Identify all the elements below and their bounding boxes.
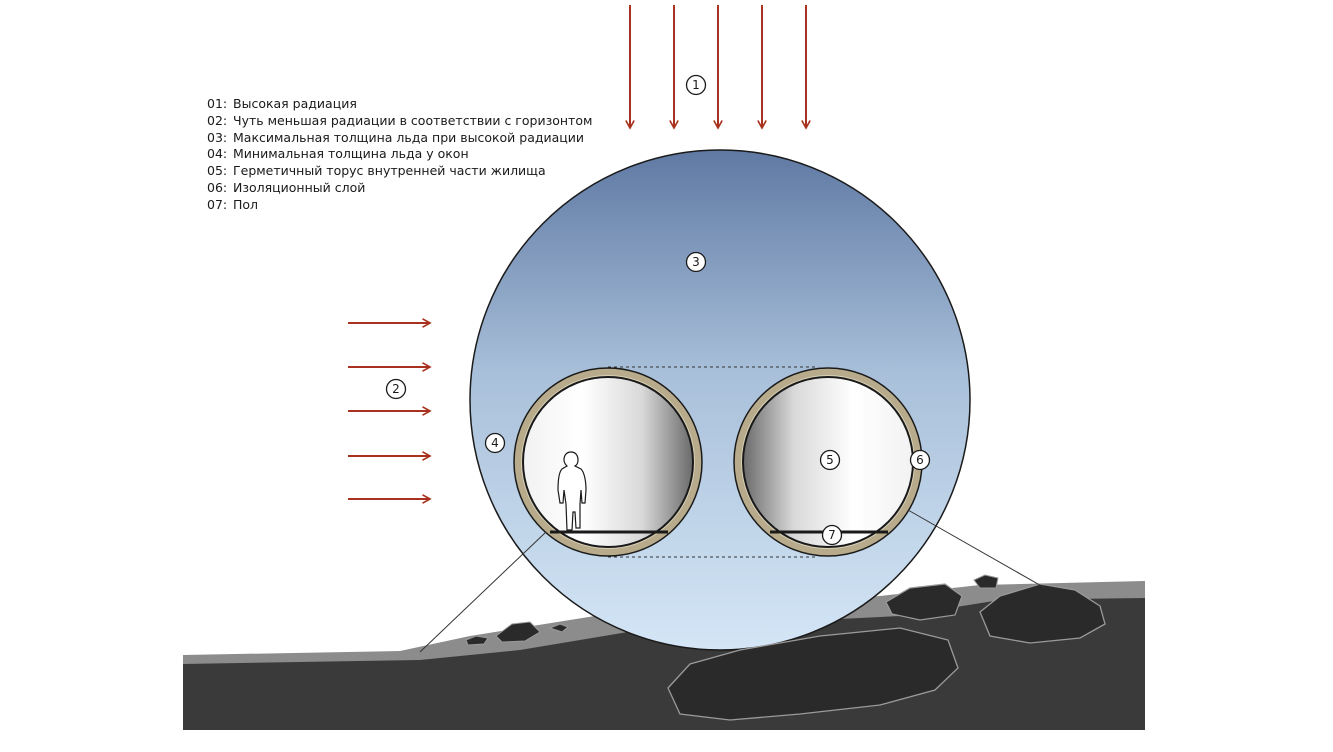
leader-line-right [907, 509, 1046, 589]
callout-2: 2 [385, 378, 407, 400]
svg-text:1: 1 [692, 78, 700, 92]
legend-item: 04: Минимальная толщина льда у окон [207, 146, 592, 163]
radiation-arrows-top [630, 5, 806, 128]
callout-6: 6 [909, 449, 931, 471]
svg-text:5: 5 [826, 453, 834, 467]
rock-icon [973, 574, 999, 589]
callout-5: 5 [819, 449, 841, 471]
rock-icon [465, 635, 489, 646]
legend-item: 05: Герметичный торус внутренней части жи… [207, 163, 592, 180]
legend-text: Максимальная толщина льда при высокой ра… [233, 129, 585, 145]
legend-number: 01: [207, 96, 228, 111]
legend-text: Чуть меньшая радиации в соответствии с г… [233, 112, 593, 128]
callout-4: 4 [484, 432, 506, 454]
svg-text:7: 7 [828, 528, 836, 542]
svg-text:3: 3 [692, 255, 700, 269]
legend-item: 03: Максимальная толщина льда при высокой… [207, 130, 592, 147]
svg-text:6: 6 [916, 453, 924, 467]
svg-text:4: 4 [491, 436, 499, 450]
legend-text: Герметичный торус внутренней части жилищ… [233, 163, 546, 179]
callout-7: 7 [821, 524, 843, 546]
person-icon [557, 451, 587, 531]
legend-number: 06: [207, 179, 228, 195]
rock-icon [979, 583, 1106, 644]
radiation-arrows-side [348, 323, 430, 499]
legend-text: Изоляционный слой [233, 179, 366, 195]
rock-icon [495, 621, 541, 643]
svg-text:2: 2 [392, 382, 400, 396]
legend-item: 07: Пол [207, 197, 592, 214]
rock-icon [667, 627, 959, 721]
legend-item: 06: Изоляционный слой [207, 180, 592, 197]
legend-number: 05: [207, 163, 228, 179]
legend-number: 02: [207, 112, 228, 128]
callout-3: 3 [685, 251, 707, 273]
callout-1: 1 [685, 74, 707, 96]
legend-text: Высокая радиация [233, 96, 357, 111]
rock-icon [885, 583, 963, 621]
legend-text: Минимальная толщина льда у окон [233, 146, 469, 162]
legend-text: Пол [233, 196, 259, 212]
legend: 01: Высокая радиация 02: Чуть меньшая ради… [207, 96, 592, 214]
rock-icon [548, 623, 569, 633]
legend-item: 01: Высокая радиация [207, 96, 592, 113]
leader-line-left [419, 531, 547, 653]
legend-item: 02: Чуть меньшая радиации в соответствии … [207, 113, 592, 130]
legend-number: 03: [207, 129, 228, 145]
torus-chamber-left [513, 367, 703, 557]
legend-number: 07: [207, 196, 228, 212]
legend-number: 04: [207, 146, 228, 162]
